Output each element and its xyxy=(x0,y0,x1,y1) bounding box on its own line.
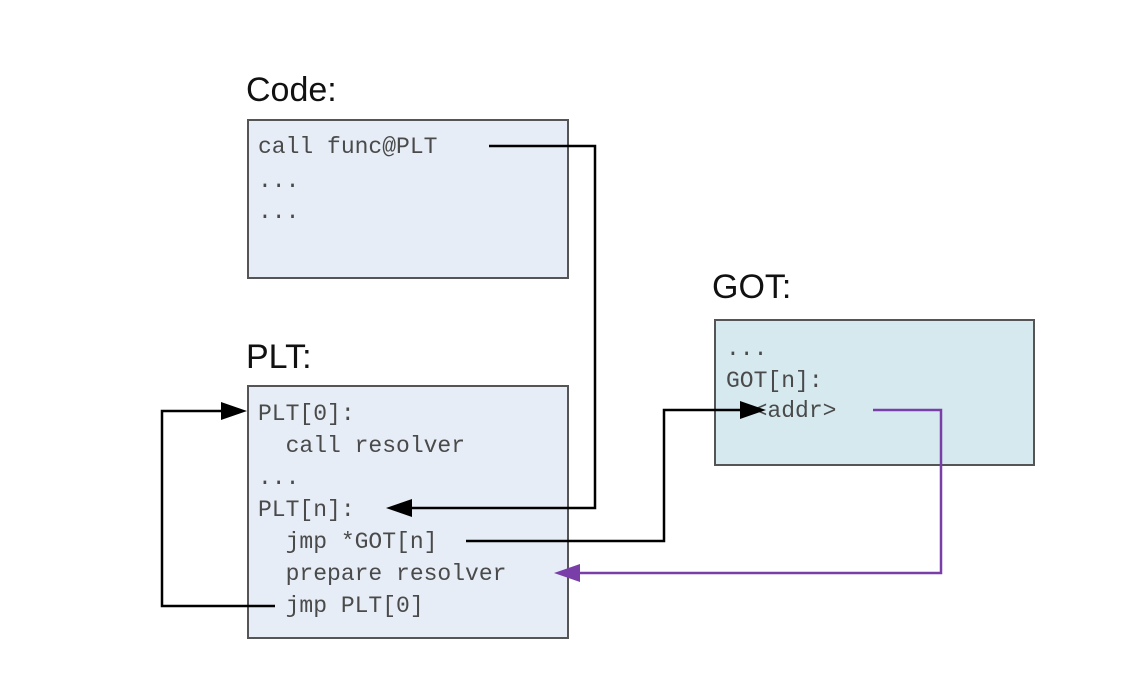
plt-line-ellipsis: ... xyxy=(258,465,300,491)
plt-line-prepare-resolver: prepare resolver xyxy=(258,561,507,587)
code-line-ellipsis-2: ... xyxy=(258,199,300,225)
plt-line-jmp-got: jmp *GOT[n] xyxy=(258,529,438,555)
jmp-plt0-loop-arrow xyxy=(160,402,275,608)
plt-title: PLT: xyxy=(246,338,312,376)
got-line-gotn-label: GOT[n]: xyxy=(726,368,823,394)
got-box xyxy=(714,319,1035,466)
call-to-pltn-arrow xyxy=(386,144,597,517)
got-title: GOT: xyxy=(712,268,792,306)
plt-line-pltn-label: PLT[n]: xyxy=(258,497,355,523)
code-title: Code: xyxy=(246,71,337,109)
plt-line-plt0-label: PLT[0]: xyxy=(258,401,355,427)
got-line-addr: <addr> xyxy=(726,398,837,424)
plt-line-call-resolver: call resolver xyxy=(258,433,466,459)
code-line-ellipsis-1: ... xyxy=(258,168,300,194)
got-line-ellipsis: ... xyxy=(726,336,768,362)
plt-line-jmp-plt0: jmp PLT[0] xyxy=(258,593,424,619)
addr-to-prepare-resolver-arrow xyxy=(554,408,943,582)
jmp-got-to-addr-arrow xyxy=(466,401,766,543)
code-line-call: call func@PLT xyxy=(258,134,438,160)
